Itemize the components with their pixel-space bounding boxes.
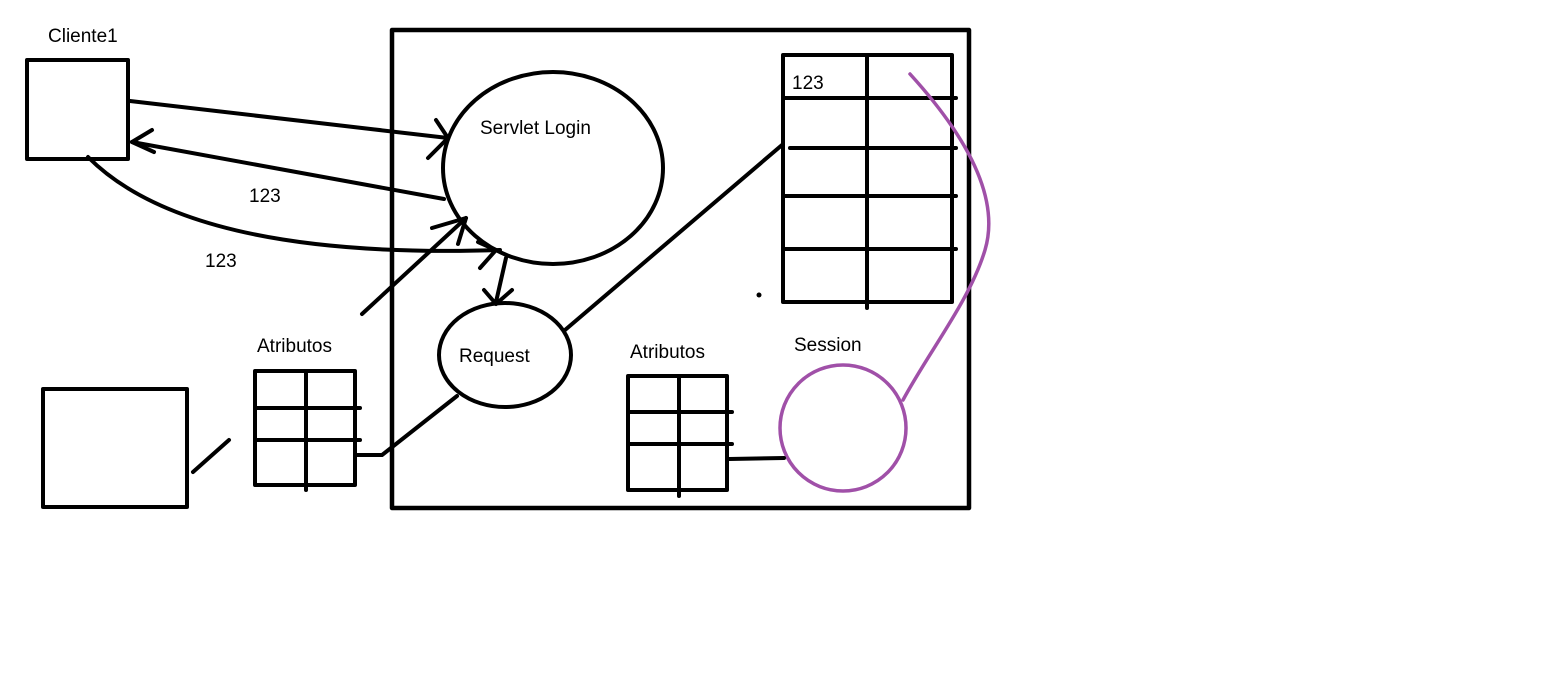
client1-node: Cliente1 [25,26,130,161]
request-ellipse [437,301,573,409]
attributes-right-table: Atributos [626,342,734,498]
servlet-login-node: Servlet Login [441,70,665,266]
session-label: Session [794,335,862,356]
value-upper-label: 123 [249,186,281,207]
arrow-servlet-to-request [482,256,514,306]
arrow-client-to-servlet-line [128,99,450,140]
session-link-curve [901,72,991,402]
arrow-attributes-to-servlet-line [360,216,468,316]
arrow-servlet-to-client-line [130,140,446,201]
servlet-login-label: Servlet Login [480,118,591,139]
arrow-attributes-to-servlet-head [430,216,468,246]
arrow-servlet-to-request-line [494,256,508,304]
server-container [389,27,972,511]
value-lower-label: 123 [205,251,237,272]
request-to-table-connector [563,143,784,332]
arrow-attributes-to-servlet [360,216,468,316]
session-node: Session [778,335,908,493]
request-node: Request [437,301,573,409]
arrow-client-to-servlet-head [426,118,450,160]
session-circle [778,363,908,493]
arrow-servlet-to-client [130,128,446,201]
arrow-client-to-servlet [128,99,450,160]
attributes-right-to-session-connector [727,456,786,461]
attributes-left-label: Atributos [257,336,332,357]
client2-box [41,387,189,509]
arrow-servlet-to-request-head [482,288,514,306]
arrow-client-curve [86,155,502,270]
session-storage-table: 123 [781,53,958,310]
request-label: Request [459,346,530,367]
servlet-login-ellipse [441,70,665,266]
arrow-client-curve-path [86,155,502,253]
attributes-left-table: Atributos [253,336,362,492]
client2-connector [191,438,231,474]
arrow-servlet-to-client-head [130,128,156,154]
session-storage-cell-value: 123 [792,73,824,94]
client1-label: Cliente1 [48,26,118,47]
attributes-right-label: Atributos [630,342,705,363]
stray-dot [756,292,762,298]
arrow-client-curve-head [476,240,498,270]
attributes-left-to-request-connector [355,394,459,457]
client1-box [25,58,130,161]
